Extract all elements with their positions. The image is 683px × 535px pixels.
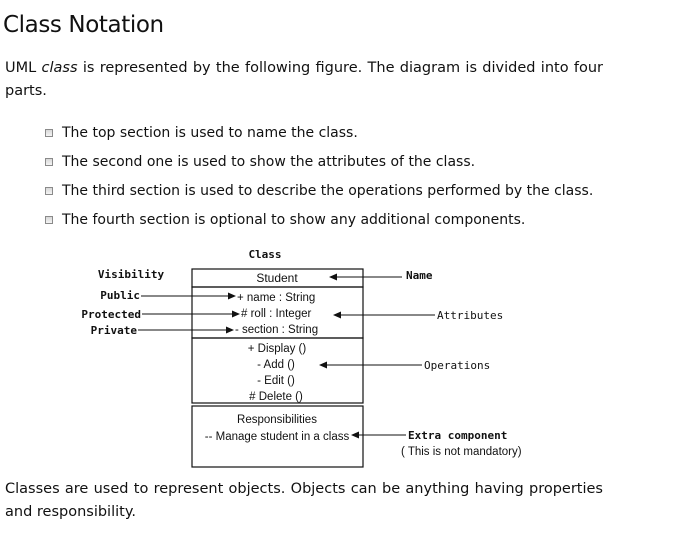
list-item-text: The top section is used to name the clas… <box>62 124 358 141</box>
intro-paragraph: UML class is represented by the followin… <box>5 57 603 103</box>
bullet-list: The top section is used to name the clas… <box>45 118 593 234</box>
outro-paragraph: Classes are used to represent objects. O… <box>5 481 603 520</box>
extra-component-label: Extra component <box>408 429 507 442</box>
class-name: Student <box>256 271 298 285</box>
visibility-label: Visibility <box>98 268 165 281</box>
intro-text-end: is represented by the following figure. … <box>5 60 603 99</box>
responsibility-item: -- Manage student in a class <box>205 431 350 443</box>
intro-emphasis: class <box>41 60 78 76</box>
attribute-item: - section : String <box>235 324 318 336</box>
attributes-label: Attributes <box>437 309 503 322</box>
attribute-item: + name : String <box>237 292 315 304</box>
list-item-text: The third section is used to describe th… <box>62 182 594 199</box>
attribute-item: # roll : Integer <box>241 308 311 320</box>
list-item: The fourth section is optional to show a… <box>45 205 593 234</box>
page-title: Class Notation <box>3 12 164 38</box>
square-bullet-icon <box>45 215 53 224</box>
list-item-text: The fourth section is optional to show a… <box>62 211 526 228</box>
extra-component-note: ( This is not mandatory) <box>401 446 522 458</box>
class-box <box>191 268 364 468</box>
square-bullet-icon <box>45 186 53 195</box>
square-bullet-icon <box>45 157 53 166</box>
intro-text-start: UML <box>5 60 42 76</box>
extra-section <box>191 405 364 468</box>
public-label: Public <box>100 289 140 302</box>
operation-item: - Add () <box>257 359 295 371</box>
name-label: Name <box>406 269 433 282</box>
operation-item: + Display () <box>248 343 307 355</box>
operation-item: - Edit () <box>257 375 295 387</box>
list-item-text: The second one is used to show the attri… <box>62 153 476 170</box>
private-label: Private <box>91 324 138 337</box>
list-item: The top section is used to name the clas… <box>45 118 593 147</box>
operations-section <box>191 337 364 404</box>
list-item: The second one is used to show the attri… <box>45 147 593 176</box>
diagram-header: Class <box>248 248 281 261</box>
operations-label: Operations <box>424 359 490 372</box>
responsibilities-heading: Responsibilities <box>237 414 317 426</box>
list-item: The third section is used to describe th… <box>45 176 593 205</box>
operation-item: # Delete () <box>249 391 303 403</box>
square-bullet-icon <box>45 128 53 137</box>
protected-label: Protected <box>81 308 141 321</box>
